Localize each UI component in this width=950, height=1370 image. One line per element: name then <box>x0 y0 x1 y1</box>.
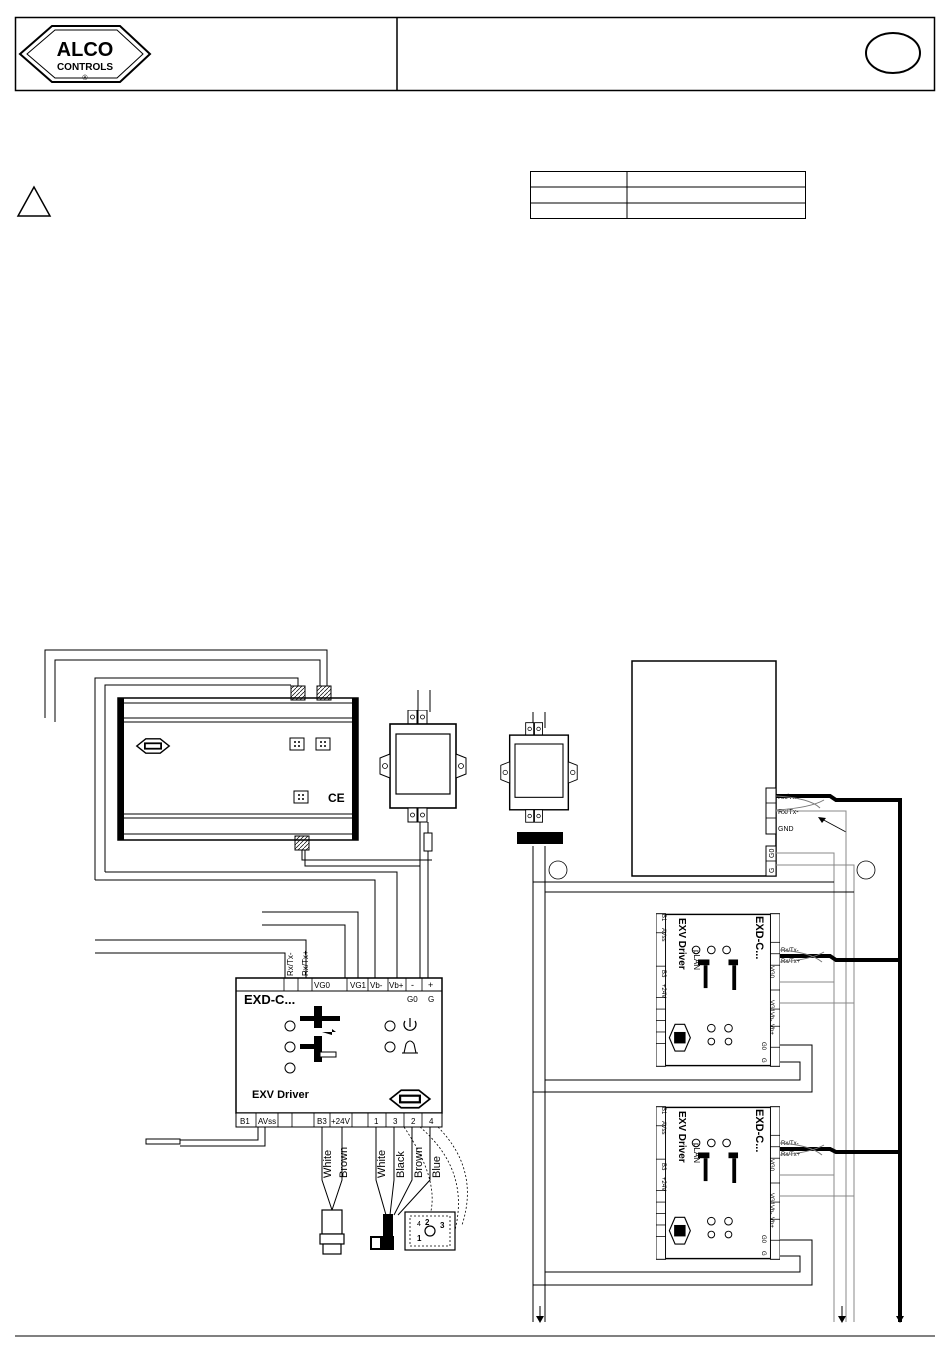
controller-g: G <box>769 868 776 873</box>
transformer-right <box>500 712 578 844</box>
valve-icon <box>300 1006 340 1062</box>
node2-vb-minus: Vb- <box>768 1205 774 1214</box>
terminal-b1: B1 <box>240 1117 250 1126</box>
brand-mark: ® <box>82 74 88 82</box>
terminal-1: 1 <box>374 1117 379 1126</box>
terminal-3: 3 <box>393 1117 398 1126</box>
node2-g0: G0 <box>760 1235 766 1244</box>
terminal-rxtx-plus: Rx/Tx+ <box>301 950 310 976</box>
header: ALCO CONTROLS ® <box>14 16 936 92</box>
node1-name: EXV Driver <box>676 918 687 970</box>
brand-line2: CONTROLS <box>57 62 113 73</box>
valve-pin-2: 2 <box>425 1218 430 1227</box>
node2-avss: AVss <box>660 1121 666 1135</box>
node2-rxtx-plus: Rx/Tx+ <box>781 1152 801 1158</box>
node2-vg0: VG0 <box>768 1159 774 1172</box>
supply-g: G <box>428 995 434 1004</box>
node1-vg1: VG1 <box>768 1000 774 1013</box>
valve-wire-brown: Brown <box>413 1147 425 1178</box>
exd-c-driver-node-2: EXD-C... EXV Driver pLAN B1 AVss B3 +24V… <box>656 1105 801 1261</box>
brand-line1: ALCO <box>57 39 114 61</box>
sensor-wire-brown: Brown <box>338 1147 350 1178</box>
node2-b1: B1 <box>660 1107 666 1115</box>
node1-model: EXD-C... <box>753 916 765 959</box>
exd-c-driver-node-1: EXD-C... EXV Driver pLAN B1 AVss B3 +24V… <box>656 912 801 1068</box>
node2-wiring <box>533 1142 900 1286</box>
alarm-bell-icon <box>402 1040 418 1054</box>
node1-vb-plus: Vb+ <box>768 1024 774 1035</box>
ce-mark-icon: CE <box>328 791 345 805</box>
node1-rxtx-plus: Rx/Tx+ <box>781 959 801 965</box>
node2-name: EXV Driver <box>676 1111 687 1163</box>
node2-24v: +24V <box>660 1177 666 1191</box>
language-oval <box>865 32 921 74</box>
warning-triangle-icon <box>16 185 52 217</box>
valve-wire-white: White <box>376 1150 388 1178</box>
node2-bus: pLAN <box>692 1143 701 1163</box>
driver-name: EXV Driver <box>252 1089 310 1101</box>
node2-b3: B3 <box>660 1163 666 1171</box>
terminal-vb-minus: Vb- <box>370 981 383 990</box>
terminal-24v: +24V <box>331 1117 351 1126</box>
valve-wire-blue: Blue <box>431 1156 443 1178</box>
node2-model: EXD-C... <box>753 1109 765 1152</box>
node2-vb-plus: Vb+ <box>768 1217 774 1228</box>
exd-c-main-driver: Rx/Tx- Rx/Tx+ VG0 VG1 Vb- Vb+ - + G0 G E… <box>235 950 443 1128</box>
temperature-sensor <box>145 1127 266 1147</box>
node1-g: G <box>760 1058 766 1063</box>
terminal-b3: B3 <box>317 1117 327 1126</box>
valve-pin-3: 3 <box>440 1221 445 1230</box>
node1-b1: B1 <box>660 914 666 922</box>
bus-wiring <box>532 794 902 1322</box>
valve-pin-1: 1 <box>417 1234 422 1243</box>
controller-g0: G0 <box>769 849 776 858</box>
node1-bus: pLAN <box>692 950 701 970</box>
terminal-4: 4 <box>429 1117 434 1126</box>
controller-rxtx-minus: Rx/Tx- <box>778 809 799 816</box>
terminal-minus: - <box>411 980 414 990</box>
signal-wires <box>95 911 359 978</box>
node1-vg0: VG0 <box>768 966 774 979</box>
node1-b3: B3 <box>660 970 666 978</box>
power-icon <box>403 1018 417 1031</box>
alco-logo: ALCO CONTROLS ® <box>18 25 152 83</box>
spec-table <box>530 171 806 219</box>
terminal-vg0: VG0 <box>314 981 331 990</box>
pressure-transducer: White Brown <box>319 1127 350 1255</box>
continuation-arrows <box>536 1306 904 1323</box>
node1-avss: AVss <box>660 928 666 942</box>
terminal-plus: + <box>428 980 433 990</box>
controller-gnd: GND <box>778 826 794 833</box>
driver-model: EXD-C... <box>244 992 295 1007</box>
supply-g0: G0 <box>407 995 418 1004</box>
node1-wiring <box>533 949 900 1093</box>
terminal-avss: AVss <box>258 1117 276 1126</box>
node2-vg1: VG1 <box>768 1193 774 1206</box>
terminal-vb-plus: Vb+ <box>389 981 404 990</box>
valve-wire-black: Black <box>395 1151 407 1178</box>
terminal-rxtx-minus: Rx/Tx- <box>286 952 295 976</box>
terminal-vg1: VG1 <box>350 981 367 990</box>
node1-g0: G0 <box>760 1042 766 1051</box>
terminal-2: 2 <box>411 1117 416 1126</box>
node1-24v: +24V <box>660 984 666 998</box>
stepper-valve: White Black Brown Blue 1 2 3 4 <box>370 1126 468 1251</box>
node2-g: G <box>760 1251 766 1256</box>
power-supply-module: CE <box>117 685 359 851</box>
valve-pin-4: 4 <box>417 1221 421 1228</box>
controller-unit: Rx/Tx+ Rx/Tx- GND G0 G <box>548 660 876 880</box>
transformer-left <box>379 690 467 978</box>
sensor-wire-white: White <box>322 1150 334 1178</box>
power-supply-wires <box>44 649 432 978</box>
alco-diamond-logo-icon <box>18 25 152 83</box>
node1-vb-minus: Vb- <box>768 1012 774 1021</box>
